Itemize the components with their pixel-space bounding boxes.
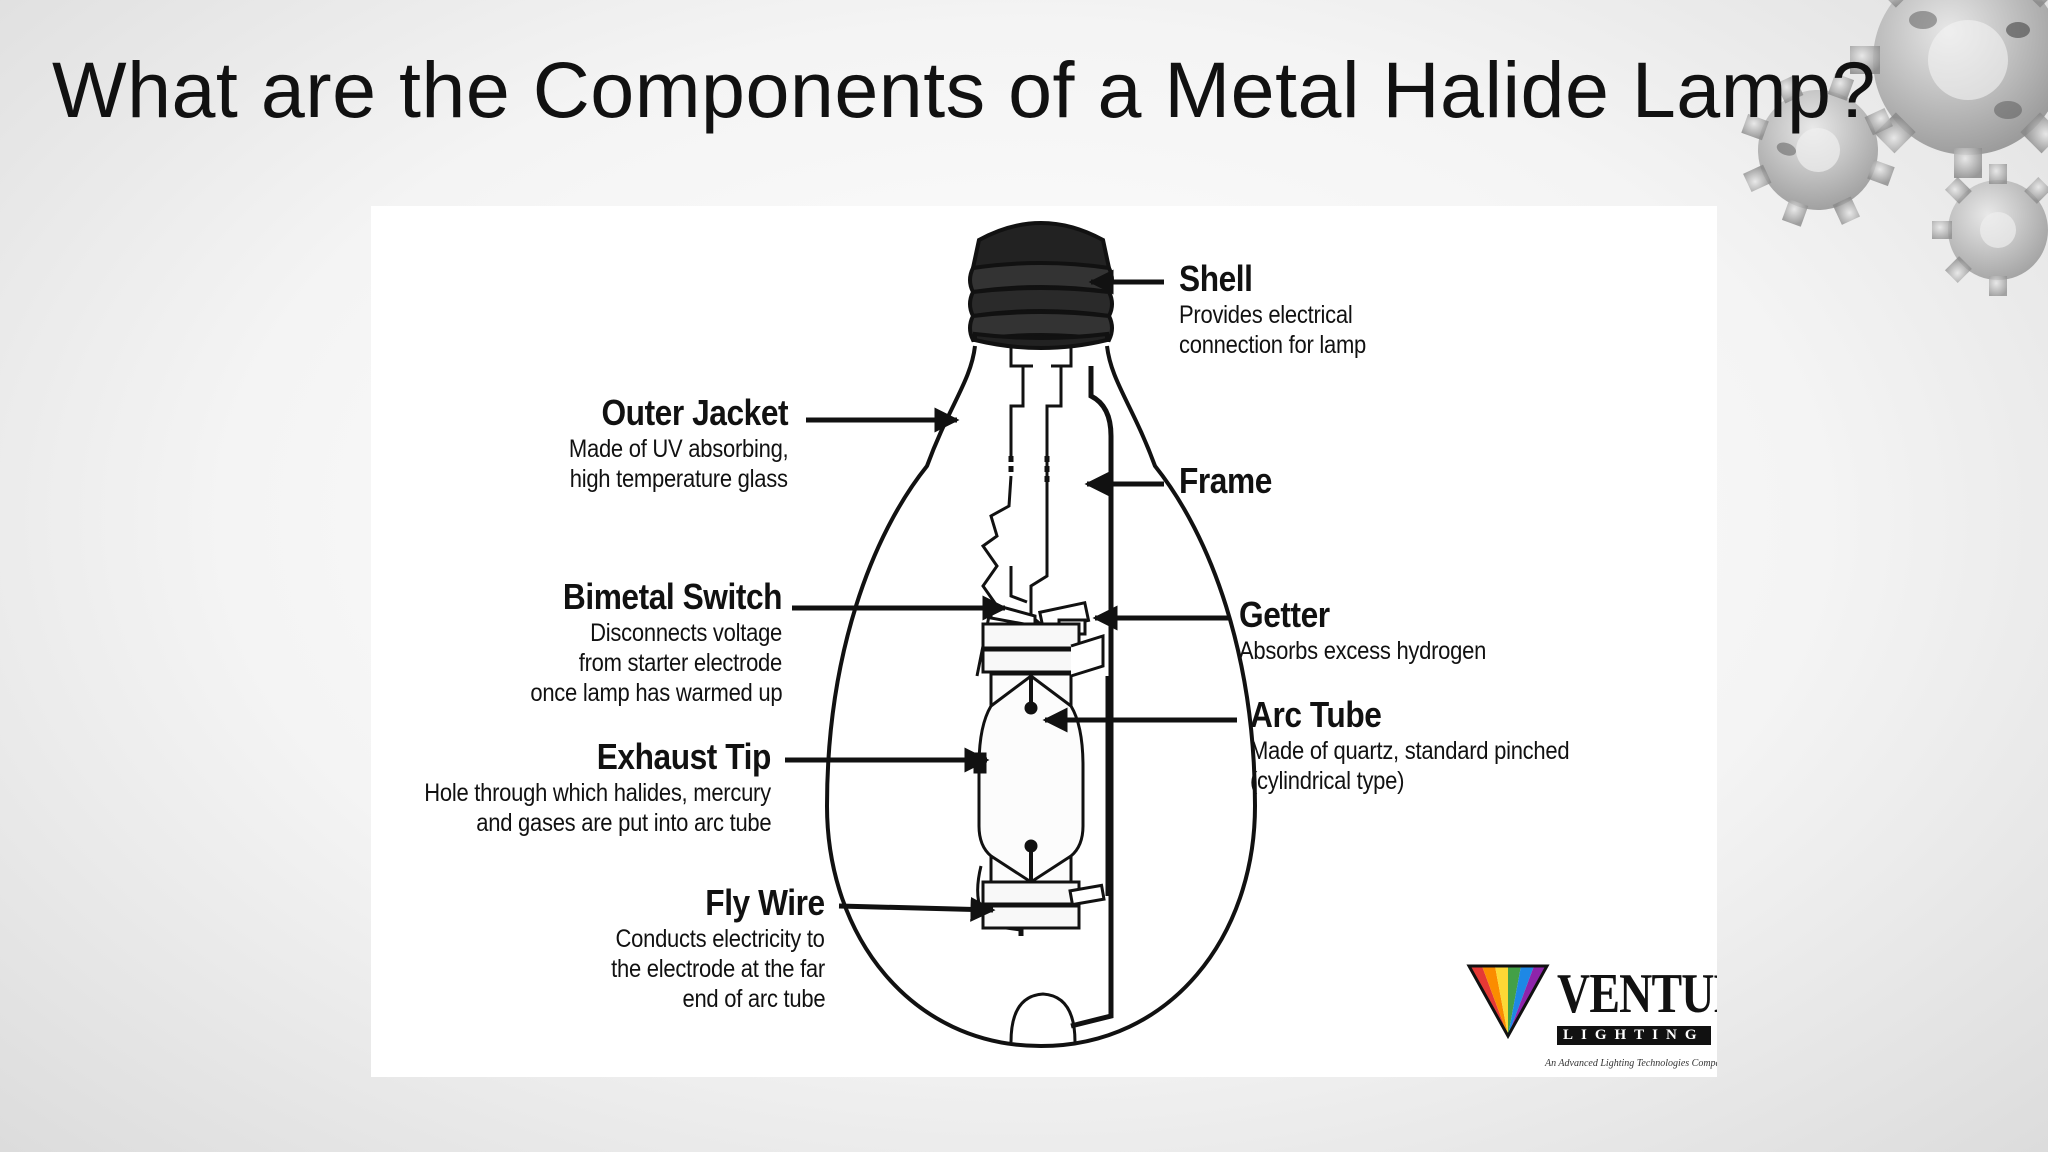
- frame-rod: [1070, 366, 1114, 1029]
- label-fly-wire-desc-1: Conducts electricity to: [615, 925, 825, 953]
- label-shell: Shell Provides electrical connection for…: [1179, 258, 1391, 360]
- prism-outline: [1466, 964, 1550, 1040]
- prism-logo-icon: [1466, 964, 1550, 1040]
- label-shell-desc-1: Provides electrical: [1179, 301, 1353, 329]
- shell-base: [968, 221, 1114, 368]
- label-bimetal-switch-desc-2: from starter electrode: [578, 649, 783, 677]
- label-bimetal-switch-desc-1: Disconnects voltage: [590, 619, 782, 647]
- lamp-diagram: Shell Provides electrical connection for…: [371, 206, 1717, 1077]
- label-exhaust-tip-desc-2: and gases are put into arc tube: [475, 809, 771, 837]
- dimple: [1009, 992, 1077, 1043]
- lamp-drawing: [785, 221, 1258, 1049]
- label-outer-jacket-desc-1: Made of UV absorbing,: [568, 435, 789, 463]
- label-bimetal-switch: Bimetal Switch Disconnects voltage from …: [496, 576, 782, 708]
- label-fly-wire: Fly Wire Conducts electricity to the ele…: [582, 882, 825, 1014]
- label-getter-desc-1: Absorbs excess hydrogen: [1239, 637, 1487, 665]
- label-exhaust-tip-desc-1: Hole through which halides, mercury: [424, 779, 771, 807]
- gear-icon: [1932, 164, 2048, 296]
- label-outer-jacket: Outer Jacket Made of UV absorbing, high …: [539, 392, 789, 494]
- gear-icon: [1741, 73, 1895, 227]
- venture-lighting-logo: VENTURE LIGHTING An Advanced Lighting Te…: [1465, 960, 1717, 1080]
- label-outer-jacket-name: Outer Jacket: [601, 392, 788, 433]
- label-bimetal-switch-desc-3: once lamp has warmed up: [530, 679, 782, 707]
- logo-name: VENTURE: [1557, 963, 1717, 1025]
- gear-icon: [1850, 0, 2048, 178]
- label-frame: Frame: [1179, 460, 1285, 502]
- label-shell-name: Shell: [1179, 258, 1253, 299]
- label-arc-tube-desc-2: (cylindrical type): [1250, 767, 1405, 795]
- logo-tagline: An Advanced Lighting Technologies Compan…: [1545, 1058, 1717, 1069]
- gears-decoration: [1741, 0, 2048, 296]
- leader-lines: [785, 269, 1237, 922]
- arc-tube-part: [973, 622, 1106, 930]
- label-exhaust-tip-name: Exhaust Tip: [596, 736, 772, 777]
- logo-sub: LIGHTING: [1557, 1026, 1711, 1045]
- label-arc-tube-desc-1: Made of quartz, standard pinched: [1250, 737, 1570, 765]
- outer-jacket-glass: [824, 345, 1258, 1049]
- label-fly-wire-desc-2: the electrode at the far: [611, 955, 825, 983]
- label-exhaust-tip: Exhaust Tip Hole through which halides, …: [377, 736, 771, 838]
- prism-ray: [1495, 966, 1508, 1036]
- label-getter: Getter Absorbs excess hydrogen: [1239, 594, 1520, 666]
- label-outer-jacket-desc-2: high temperature glass: [570, 465, 788, 493]
- slide-title: What are the Components of a Metal Halid…: [52, 45, 1876, 134]
- label-bimetal-switch-name: Bimetal Switch: [562, 576, 783, 617]
- label-fly-wire-desc-3: end of arc tube: [682, 985, 825, 1013]
- label-arc-tube: Arc Tube Made of quartz, standard pinche…: [1250, 694, 1613, 796]
- label-fly-wire-name: Fly Wire: [705, 882, 826, 923]
- label-shell-desc-2: connection for lamp: [1179, 331, 1366, 359]
- label-getter-name: Getter: [1239, 594, 1330, 635]
- prism-ray: [1482, 966, 1508, 1036]
- label-arc-tube-name: Arc Tube: [1250, 694, 1382, 735]
- label-frame-name: Frame: [1179, 460, 1272, 501]
